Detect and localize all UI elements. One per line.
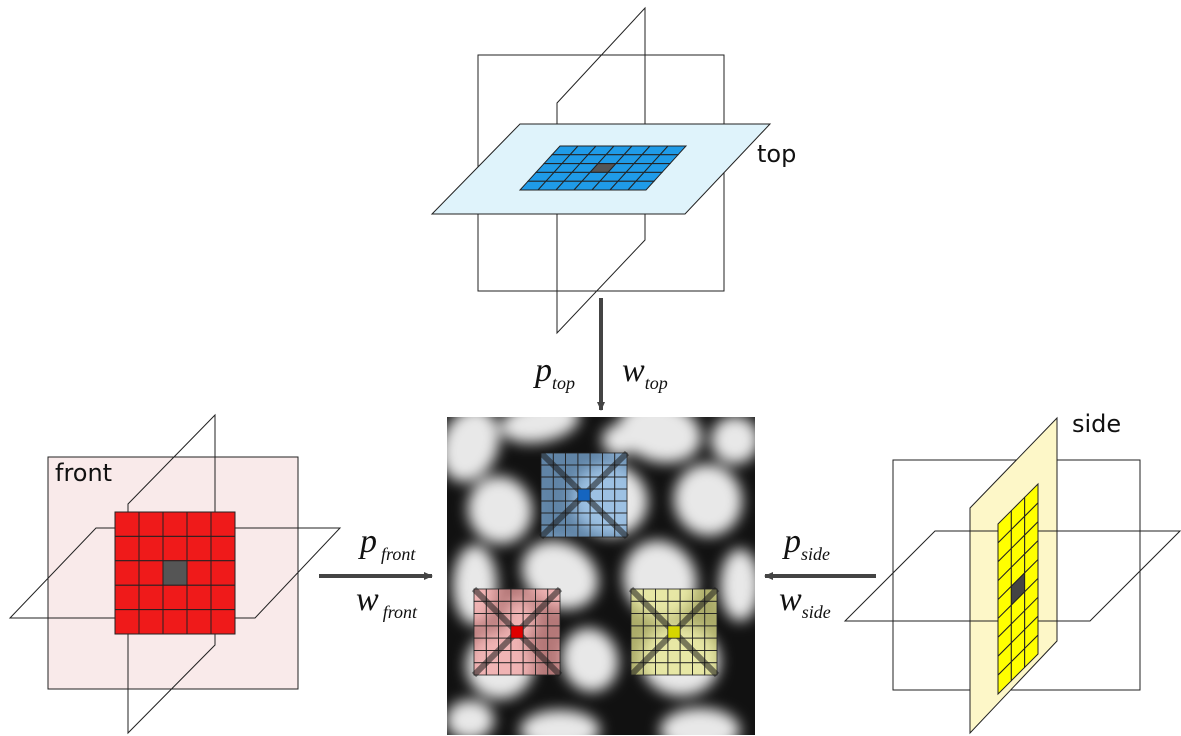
patch-front-cell xyxy=(547,662,561,676)
front-grid-cell xyxy=(210,609,236,635)
front-grid-cell xyxy=(210,584,236,611)
front-grid-cell xyxy=(186,511,212,537)
side-label: side xyxy=(1072,410,1121,438)
top-view: top xyxy=(430,6,796,335)
front-grid-cell xyxy=(138,535,164,562)
side-grid xyxy=(997,482,1039,696)
front-grid-cell xyxy=(186,609,212,635)
top-grid xyxy=(518,145,688,191)
cell-image xyxy=(447,417,755,735)
front-grid-cell xyxy=(162,609,188,635)
label-p-side: pside xyxy=(782,523,830,564)
patch-side xyxy=(628,586,720,678)
front-grid-cell xyxy=(114,560,140,586)
front-horizontal-plane xyxy=(8,527,342,619)
top-grid-cell xyxy=(626,180,656,191)
label-p-top: ptop xyxy=(533,352,575,393)
front-grid-cell xyxy=(186,535,212,562)
front-grid-cell xyxy=(114,609,140,635)
side-grid-cell xyxy=(1024,633,1039,669)
patch-top-cell xyxy=(614,524,628,538)
front-grid-cell xyxy=(138,511,164,537)
front-grid-cell xyxy=(138,560,164,586)
front-grid-cell xyxy=(210,560,236,586)
patch-top xyxy=(538,450,630,540)
label-w-top: wtop xyxy=(622,352,668,393)
front-grid-cell xyxy=(114,535,140,562)
front-grid-cell xyxy=(186,584,212,611)
front-vertical-plane xyxy=(127,413,216,735)
front-label: front xyxy=(55,459,112,487)
front-grid-cell xyxy=(162,584,188,611)
front-grid-cell xyxy=(138,609,164,635)
patch-side-cell xyxy=(704,662,718,676)
front-grid-cell xyxy=(186,560,212,586)
front-view: front xyxy=(8,413,342,735)
front-grid-cell xyxy=(210,511,236,537)
patch-front xyxy=(471,586,563,678)
front-grid xyxy=(114,511,236,635)
front-grid-cell xyxy=(162,511,188,537)
front-grid-cell xyxy=(162,535,188,562)
front-grid-cell xyxy=(114,511,140,537)
front-grid-cell xyxy=(138,584,164,611)
front-grid-center-cell xyxy=(162,560,188,586)
front-grid-cell xyxy=(210,535,236,562)
label-w-side: wside xyxy=(779,581,831,622)
top-label: top xyxy=(757,140,796,168)
side-horizontal-plane xyxy=(843,530,1181,622)
front-grid-cell xyxy=(114,584,140,611)
side-view: side xyxy=(843,410,1181,735)
